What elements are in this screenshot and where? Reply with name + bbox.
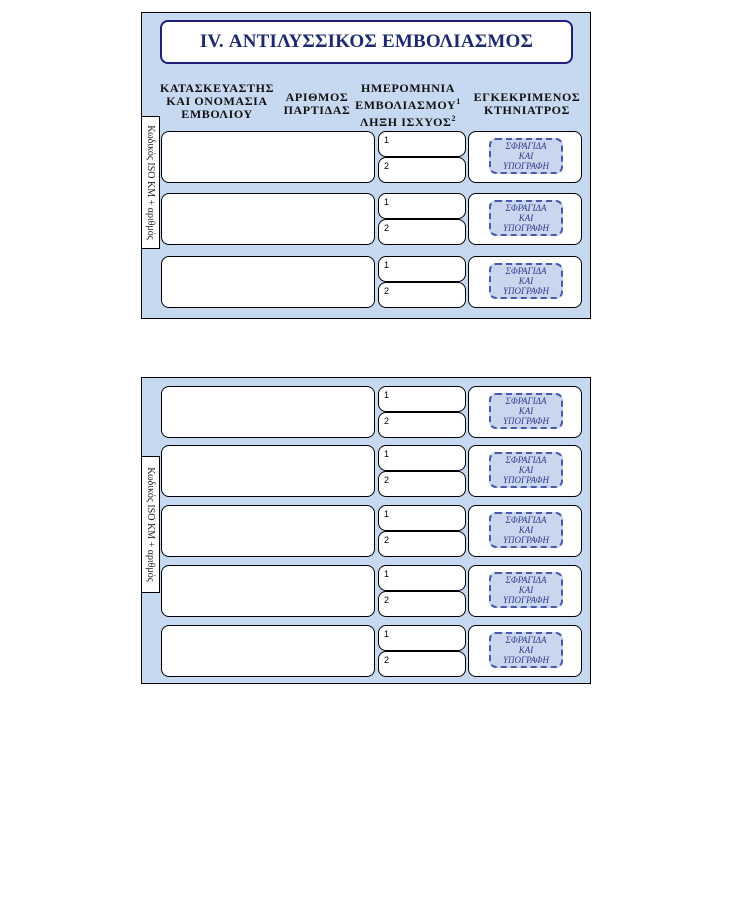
vaccine-info-field[interactable] [161,445,375,497]
vaccination-date-field[interactable]: 1 [378,386,466,412]
vaccine-info-field[interactable] [161,256,375,308]
stamp-text: ΚΑΙ [518,151,534,161]
vaccine-info-field[interactable] [161,625,375,677]
stamp-text: ΥΠΟΓΡΑΦΗ [503,475,549,485]
stamp-text: ΥΠΟΓΡΑΦΗ [503,286,549,296]
validity-expiry-field[interactable]: 2 [378,282,466,308]
vaccination-date-field[interactable]: 1 [378,505,466,531]
vaccination-date-field[interactable]: 1 [378,193,466,219]
stamp-text: ΚΑΙ [518,465,534,475]
stamp-text: ΣΦΡΑΓΙΔΑ [505,266,547,276]
stamp-text: ΣΦΡΑΓΙΔΑ [505,396,547,406]
validity-expiry-field[interactable]: 2 [378,219,466,245]
vaccination-panel-1: IV. ΑΝΤΙΛΥΣΣΙΚΟΣ ΕΜΒΟΛΙΑΣΜΟΣ ΚΑΤΑΣΚΕΥΑΣΤ… [141,12,591,319]
vaccination-date-field[interactable]: 1 [378,131,466,157]
validity-expiry-field[interactable]: 2 [378,651,466,677]
iso-code-side-label: Κωδικός ISO ΚΜ + αριθμός [141,456,160,593]
header-manufacturer: ΚΑΤΑΣΚΕΥΑΣΤΗΣ ΚΑΙ ΟΝΟΜΑΣΙΑ ΕΜΒΟΛΙΟΥ [159,81,275,121]
vaccine-info-field[interactable] [161,505,375,557]
stamp-text: ΣΦΡΑΓΙΔΑ [505,575,547,585]
stamp-text: ΚΑΙ [518,645,534,655]
header-approved-vet: ΕΓΚΕΚΡΙΜΕΝΟΣ ΚΤΗΝΙΑΤΡΟΣ [473,90,581,117]
vaccine-info-field[interactable] [161,386,375,438]
section-title: IV. ΑΝΤΙΛΥΣΣΙΚΟΣ ΕΜΒΟΛΙΑΣΜΟΣ [160,20,573,64]
vaccine-info-field[interactable] [161,131,375,183]
stamp-text: ΣΦΡΑΓΙΔΑ [505,515,547,525]
vaccination-date-field[interactable]: 1 [378,625,466,651]
stamp-text: ΚΑΙ [518,213,534,223]
validity-expiry-field[interactable]: 2 [378,591,466,617]
stamp-text: ΥΠΟΓΡΑΦΗ [503,655,549,665]
stamp-text: ΚΑΙ [518,276,534,286]
vaccination-date-field[interactable]: 1 [378,445,466,471]
validity-expiry-field[interactable]: 2 [378,471,466,497]
validity-expiry-field[interactable]: 2 [378,157,466,183]
stamp-text: ΚΑΙ [518,585,534,595]
stamp-text: ΥΠΟΓΡΑΦΗ [503,416,549,426]
iso-code-side-label: Κωδικός ISO ΚΜ + αριθμός [141,116,160,249]
vaccine-info-field[interactable] [161,565,375,617]
validity-expiry-field[interactable]: 2 [378,531,466,557]
validity-expiry-field[interactable]: 2 [378,412,466,438]
stamp-text: ΣΦΡΑΓΙΔΑ [505,203,547,213]
stamp-text: ΣΦΡΑΓΙΔΑ [505,141,547,151]
header-date-line1: ΗΜΕΡΟΜΗΝΙΑ [361,81,455,95]
stamp-text: ΣΦΡΑΓΙΔΑ [505,635,547,645]
vaccination-date-field[interactable]: 1 [378,256,466,282]
stamp-text: ΚΑΙ [518,525,534,535]
stamp-text: ΥΠΟΓΡΑΦΗ [503,535,549,545]
header-date-line2: ΕΜΒΟΛΙΑΣΜΟΥ1 [355,97,461,112]
vaccination-date-field[interactable]: 1 [378,565,466,591]
header-vaccination-date: ΗΜΕΡΟΜΗΝΙΑ ΕΜΒΟΛΙΑΣΜΟΥ1 ΛΗΞΗ ΙΣΧΥΟΣ2 [355,82,461,129]
header-batch-number: ΑΡΙΘΜΟΣ ΠΑΡΤΙΔΑΣ [283,90,351,117]
vaccine-info-field[interactable] [161,193,375,245]
stamp-text: ΥΠΟΓΡΑΦΗ [503,161,549,171]
header-expiry-line: ΛΗΞΗ ΙΣΧΥΟΣ2 [359,114,457,129]
stamp-text: ΥΠΟΓΡΑΦΗ [503,595,549,605]
stamp-text: ΚΑΙ [518,406,534,416]
stamp-text: ΥΠΟΓΡΑΦΗ [503,223,549,233]
stamp-text: ΣΦΡΑΓΙΔΑ [505,455,547,465]
